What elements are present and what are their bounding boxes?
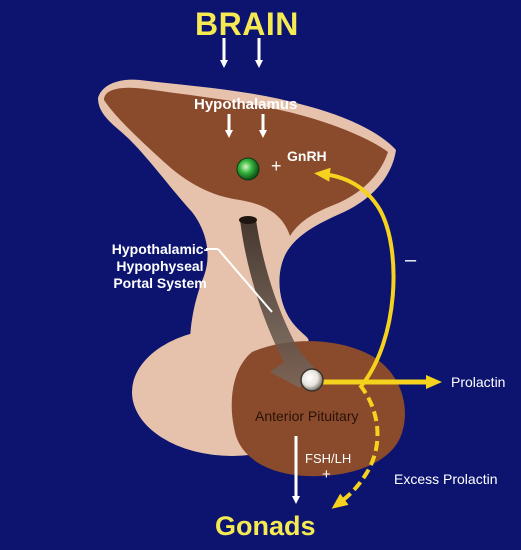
fsh-lh-label: FSH/LH bbox=[305, 451, 351, 466]
excess-prolactin-label: Excess Prolactin bbox=[394, 471, 497, 487]
green-neuron-icon bbox=[237, 158, 259, 180]
anterior-pituitary-label: Anterior Pituitary bbox=[255, 408, 358, 424]
stimulation-sign-top: + bbox=[271, 156, 282, 177]
portal-opening bbox=[239, 216, 257, 224]
hypothalamus-label: Hypothalamus bbox=[194, 96, 297, 113]
brain-title: BRAIN bbox=[195, 6, 299, 43]
gnrh-label: GnRH bbox=[287, 148, 327, 164]
portal-system-label: Hypothalamic-Hypophyseal Portal System bbox=[96, 241, 224, 292]
prolactin-label: Prolactin bbox=[451, 374, 505, 390]
stimulation-sign-bottom: + bbox=[322, 466, 331, 483]
gonads-title: Gonads bbox=[215, 511, 316, 542]
inhibition-sign: – bbox=[405, 249, 416, 272]
white-cell-icon bbox=[301, 369, 323, 391]
